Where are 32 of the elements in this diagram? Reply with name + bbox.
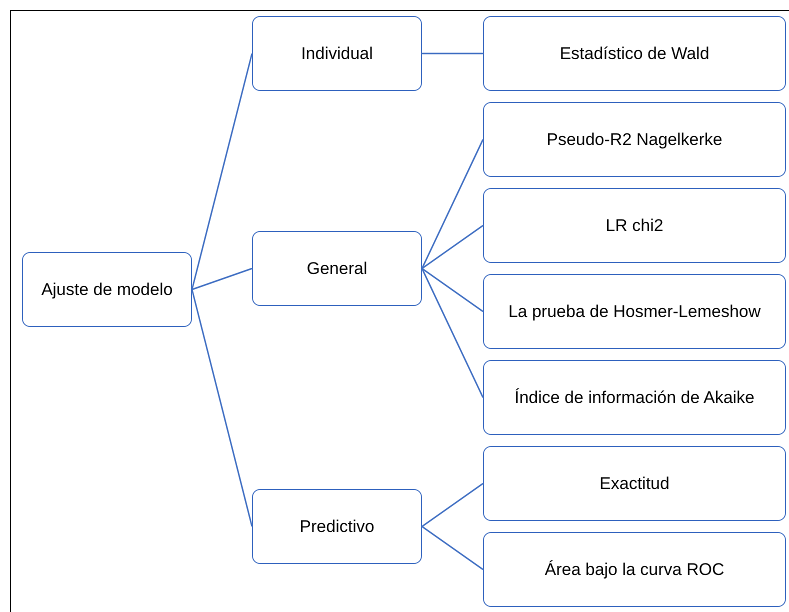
- node-label: Predictivo: [300, 516, 374, 538]
- node-box: [483, 446, 786, 521]
- node-label: Individual: [301, 42, 373, 64]
- node-label: Índice de información de Akaike: [514, 386, 755, 408]
- node-label: Ajuste de modelo: [41, 278, 173, 300]
- node-box: [252, 489, 422, 564]
- connector-line: [192, 268, 252, 290]
- node-box: [483, 360, 786, 435]
- node-label: Estadístico de Wald: [560, 42, 710, 64]
- node-box: [483, 188, 786, 263]
- connector-line: [421, 139, 484, 269]
- node-label: La prueba de Hosmer-Lemeshow: [508, 300, 761, 322]
- node-box: [252, 16, 422, 91]
- node-label: Pseudo-R2 Nagelkerke: [546, 128, 722, 150]
- node-box: [22, 252, 192, 327]
- connector-line: [191, 289, 253, 527]
- connector-line: [422, 268, 484, 312]
- node-label: Exactitud: [600, 472, 670, 494]
- connector-line: [421, 268, 484, 398]
- node-label: Área bajo la curva ROC: [544, 558, 724, 580]
- node-box: [483, 16, 786, 91]
- node-label: LR chi2: [606, 214, 664, 236]
- connector-line: [422, 52, 483, 54]
- node-box: [252, 231, 422, 306]
- connector-line: [191, 53, 253, 290]
- node-box: [483, 532, 786, 607]
- node-box: [483, 102, 786, 177]
- connector-line: [422, 224, 484, 270]
- connector-line: [422, 526, 484, 570]
- node-box: [483, 274, 786, 349]
- node-label: General: [306, 258, 368, 280]
- connector-line: [422, 482, 484, 528]
